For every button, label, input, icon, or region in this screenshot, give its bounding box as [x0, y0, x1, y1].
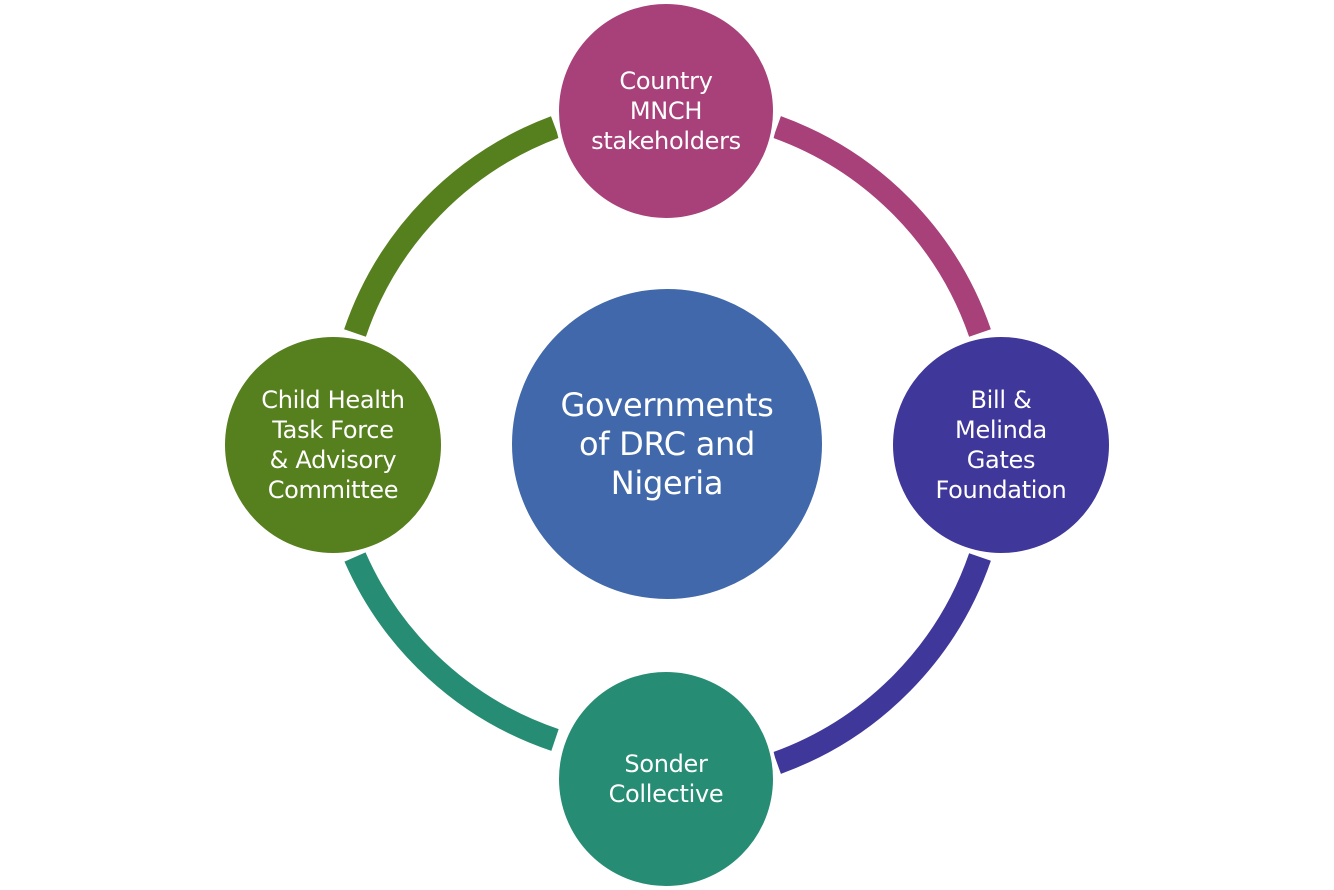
label-line: Nigeria — [610, 463, 724, 502]
label-line: Committee — [267, 476, 399, 504]
node-child-health-task-force: Child Health Task Force & Advisory Commi… — [221, 333, 445, 557]
arc-left-to-top — [344, 116, 560, 337]
label-line: Bill & — [970, 386, 1032, 414]
label-line: Governments — [560, 385, 774, 424]
arc-bottom-to-left — [344, 552, 559, 751]
label-line: MNCH — [629, 97, 703, 125]
node-governments: Governments of DRC and Nigeria — [508, 285, 826, 603]
node-bottom-label: Sonder Collective — [609, 749, 724, 809]
label-line: stakeholders — [591, 127, 741, 155]
label-line: Gates — [966, 446, 1036, 474]
arc-right-to-bottom — [773, 553, 991, 774]
label-line: Collective — [608, 780, 724, 808]
node-sonder-collective: Sonder Collective — [555, 668, 777, 890]
label-line: Task Force — [272, 416, 394, 444]
label-line: Sonder — [624, 750, 708, 778]
label-line: & Advisory — [269, 446, 397, 474]
node-gates-foundation: Bill & Melinda Gates Foundation — [889, 333, 1113, 557]
node-top-label: Country MNCH stakeholders — [591, 66, 741, 156]
node-country-mnch-stakeholders: Country MNCH stakeholders — [555, 0, 777, 222]
node-governments-label: Governments of DRC and Nigeria — [561, 386, 774, 503]
label-line: of DRC and — [578, 424, 756, 463]
node-left-label: Child Health Task Force & Advisory Commi… — [261, 385, 405, 505]
arc-top-to-right — [773, 116, 991, 337]
node-right-label: Bill & Melinda Gates Foundation — [936, 385, 1067, 505]
label-line: Country — [619, 67, 713, 95]
label-line: Melinda — [955, 416, 1047, 444]
label-line: Child Health — [261, 386, 405, 414]
label-line: Foundation — [935, 476, 1067, 504]
